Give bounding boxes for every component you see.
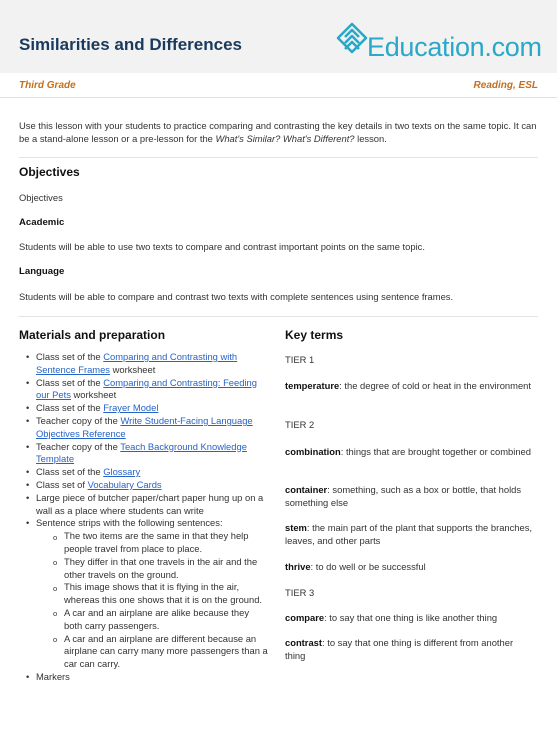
language-heading: Language: [19, 266, 65, 277]
language-objective: Students will be able to compare and con…: [19, 291, 454, 302]
sentence-item: They differ in that one travels in the a…: [64, 556, 269, 582]
section-divider: [19, 157, 538, 158]
glossary-link[interactable]: Glossary: [103, 466, 141, 478]
intro-text-end: lesson.: [354, 133, 387, 144]
sentence-item: This image shows that it is flying in th…: [64, 581, 269, 607]
sentence-item: A car and an airplane are different beca…: [64, 633, 269, 671]
key-term: thrive: to do well or be successful: [285, 561, 426, 572]
lesson-intro: Use this lesson with your students to pr…: [19, 119, 539, 145]
list-item: Class set of the Frayer Model: [36, 402, 269, 415]
subject-label: Reading, ESL: [473, 80, 538, 91]
sentence-item: The two items are the same in that they …: [64, 530, 269, 556]
lesson-meta-bar: Third Grade Reading, ESL: [0, 73, 557, 98]
worksheet-link[interactable]: Comparing and Contrasting: Feeding our P…: [36, 376, 257, 401]
materials-list: Class set of the Comparing and Contrasti…: [19, 351, 269, 684]
list-item: Class set of Vocabulary Cards: [36, 479, 269, 492]
sentence-item: A car and an airplane are alike because …: [64, 607, 269, 633]
objectives-label: Objectives: [19, 192, 63, 203]
education-logo[interactable]: Education.com: [336, 22, 542, 66]
list-item: Class set of the Comparing and Contrasti…: [36, 351, 269, 377]
list-item: Markers: [36, 671, 269, 684]
intro-text: Use this lesson with your students to pr…: [19, 120, 537, 144]
academic-heading: Academic: [19, 217, 65, 228]
key-term: compare: to say that one thing is like a…: [285, 612, 498, 623]
intro-lesson-title: What's Similar? What's Different?: [215, 133, 355, 144]
list-item: Class set of the Comparing and Contrasti…: [36, 377, 269, 403]
worksheet-link[interactable]: Comparing and Contrasting with Sentence …: [36, 351, 238, 375]
education-logo-icon: [336, 22, 368, 54]
key-terms-heading: Key terms: [285, 328, 344, 342]
key-term: contrast: to say that one thing is diffe…: [285, 637, 514, 661]
list-item: Sentence strips with the following sente…: [36, 517, 269, 671]
tier-2-label: TIER 2: [285, 419, 315, 430]
logo-text: Education.com: [367, 32, 542, 62]
key-term: temperature: the degree of cold or heat …: [285, 380, 531, 391]
page-header: Similarities and Differences Education.c…: [0, 0, 557, 73]
list-item: Teacher copy of the Write Student-Facing…: [36, 415, 269, 441]
key-term: stem: the main part of the plant that su…: [285, 522, 533, 546]
list-item: Class set of the Glossary: [36, 466, 269, 479]
objectives-heading: Objectives: [19, 165, 80, 179]
section-divider: [19, 316, 538, 317]
materials-heading: Materials and preparation: [19, 328, 166, 342]
key-term: combination: things that are brought tog…: [285, 446, 531, 457]
vocabulary-cards-link[interactable]: Vocabulary Cards: [87, 478, 162, 490]
list-item: Teacher copy of the Teach Background Kno…: [36, 441, 269, 467]
frayer-model-link[interactable]: Frayer Model: [103, 402, 159, 414]
language-objectives-link[interactable]: Write Student-Facing Language Objectives…: [36, 414, 253, 439]
tier-1-label: TIER 1: [285, 354, 315, 365]
sentence-strips-list: The two items are the same in that they …: [36, 530, 269, 671]
tier-3-label: TIER 3: [285, 587, 315, 598]
page-title: Similarities and Differences: [19, 35, 242, 54]
key-term: container: something, such as a box or b…: [285, 484, 522, 508]
background-knowledge-link[interactable]: Teach Background Knowledge Template: [36, 440, 247, 465]
academic-objective: Students will be able to use two texts t…: [19, 241, 425, 252]
grade-label: Third Grade: [19, 80, 76, 91]
list-item: Large piece of butcher paper/chart paper…: [36, 492, 269, 518]
